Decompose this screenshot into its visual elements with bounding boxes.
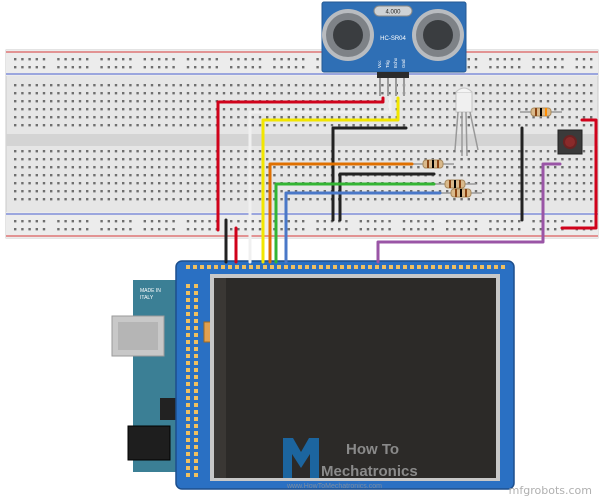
rgb-led-icon: [454, 87, 479, 157]
wires: [216, 96, 598, 264]
wire-red-right: [560, 118, 598, 230]
sensor-model-label: HC-SR04: [380, 36, 406, 42]
shield-header-pins: [186, 265, 505, 477]
tft-screen: [214, 278, 496, 478]
wire-red-vcc: [216, 96, 385, 232]
pin-label-trig: Trig: [385, 60, 390, 68]
logo-m-icon: [283, 438, 319, 478]
resistor-icon: [412, 159, 454, 169]
ultrasonic-sensor-icon: 4.000 HC-SR04 Vcc Trig Echo Gnd: [321, 1, 467, 96]
logo-line2: Mechatronics: [321, 463, 418, 480]
wire-white-trig: [248, 96, 392, 264]
pin-label-vcc: Vcc: [377, 60, 382, 68]
breadboard: [5, 49, 599, 239]
wire-orange: [268, 162, 414, 264]
watermark: mfgrobots.com: [509, 484, 592, 497]
country-label: ITALY: [140, 295, 154, 301]
resistor-icon: [520, 107, 562, 117]
resistor-icon: [440, 188, 482, 198]
pin-label-gnd: Gnd: [401, 59, 406, 68]
made-in-label: MADE IN: [140, 288, 161, 294]
pin-label-echo: Echo: [393, 57, 398, 68]
wire-blue: [284, 191, 442, 264]
resistor-icon: [434, 179, 476, 189]
crystal-oscillator: [373, 5, 413, 17]
wire-green: [274, 182, 436, 264]
wire-black-gnd: [331, 126, 408, 222]
wire-purple: [376, 162, 562, 264]
wire-black-2: [338, 172, 436, 222]
logo-line1: How To: [346, 441, 399, 458]
logo-url: www.HowToMechatronics.com: [286, 483, 382, 490]
wire-yellow-echo: [261, 96, 400, 264]
howtomechatronics-logo: How To Mechatronics www.HowToMechatronic…: [283, 438, 418, 490]
power-jack-icon: [127, 425, 171, 461]
tft-shield: [175, 260, 515, 490]
push-button-icon: [557, 129, 583, 155]
crystal-label: 4.000: [385, 10, 401, 16]
